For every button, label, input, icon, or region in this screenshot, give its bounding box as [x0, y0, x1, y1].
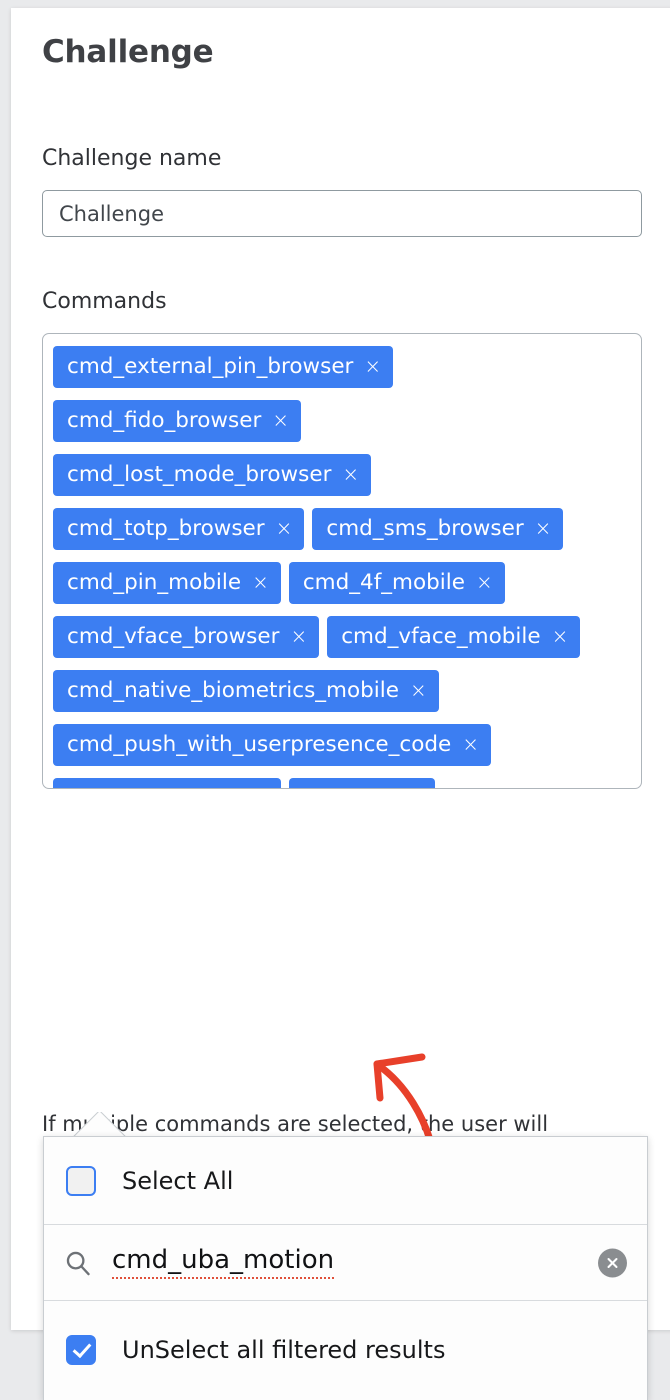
command-chip[interactable]: cmd_pin_mobile × — [53, 562, 281, 604]
chip-label: cmd_push_with_userpresence_code — [67, 732, 452, 758]
commands-helper-text: If multiple commands are selected, the u… — [42, 1112, 549, 1136]
chip-remove-icon[interactable]: × — [462, 732, 479, 756]
commands-chips-box[interactable]: cmd_external_pin_browser × cmd_fido_brow… — [42, 333, 642, 789]
unselect-filtered-label: UnSelect all filtered results — [122, 1336, 446, 1364]
chip-remove-icon[interactable]: × — [551, 624, 569, 648]
chip-remove-icon[interactable]: × — [342, 462, 360, 486]
command-chip[interactable]: cmd_4f_mobile × — [288, 562, 505, 604]
command-chip[interactable]: cmd_native_biometrics_mobile × — [53, 670, 439, 712]
chip-label: cmd_totp_browser — [67, 516, 265, 542]
commands-label: Commands — [42, 289, 167, 314]
chip-label: cmd_4f_mobile — [302, 570, 465, 596]
dropdown-item-unselect-filtered[interactable]: UnSelect all filtered results — [44, 1301, 647, 1399]
chip-list: cmd_external_pin_browser × cmd_fido_brow… — [53, 346, 631, 789]
command-chip[interactable]: cmd_otp × — [288, 778, 436, 789]
dropdown-item-select-all[interactable]: Select All — [44, 1137, 647, 1225]
chip-label: cmd_fido_browser — [67, 408, 262, 434]
chip-remove-icon[interactable]: × — [252, 570, 269, 594]
unselect-filtered-checkbox[interactable] — [66, 1335, 96, 1365]
command-chip[interactable]: cmd_fido_browser × — [53, 400, 302, 442]
chip-remove-icon[interactable]: × — [409, 678, 427, 702]
chip-remove-icon[interactable]: × — [406, 788, 423, 789]
chip-remove-icon[interactable]: × — [275, 516, 293, 540]
chip-label: cmd_lost_mode_browser — [67, 462, 332, 488]
challenge-name-input[interactable] — [42, 190, 642, 237]
select-all-label: Select All — [122, 1166, 234, 1195]
chip-remove-icon[interactable]: × — [272, 408, 290, 432]
chip-label: cmd_vface_browser — [67, 624, 280, 650]
command-chip[interactable]: cmd_sms_browser × — [312, 508, 564, 550]
chip-remove-icon[interactable]: × — [364, 354, 382, 378]
command-chip[interactable]: cmd_totp_browser × — [53, 508, 305, 550]
search-input[interactable]: cmd_uba_motion — [112, 1245, 335, 1279]
command-chip[interactable]: cmd_lost_mode_browser × — [53, 454, 372, 496]
clear-search-icon[interactable] — [598, 1248, 627, 1277]
commands-dropdown-panel[interactable]: Select All cmd_uba_motion UnSelect all f… — [43, 1136, 648, 1400]
chip-remove-icon[interactable]: × — [290, 624, 308, 648]
chip-label: cmd_pin_mobile — [67, 570, 242, 596]
chip-remove-icon[interactable]: × — [475, 570, 493, 594]
select-all-checkbox[interactable] — [66, 1165, 96, 1196]
chip-label: cmd_native_biometrics_mobile — [67, 678, 399, 704]
command-chip[interactable]: cmd_external_pin_browser × — [53, 346, 394, 388]
challenge-name-label: Challenge name — [42, 146, 222, 171]
chip-label: cmd_sms_browser — [326, 516, 524, 542]
chip-remove-icon[interactable]: × — [534, 516, 552, 540]
chip-label: cmd_external_pin_browser — [67, 354, 354, 380]
challenge-card: Challenge Challenge name Commands cmd_ex… — [11, 8, 670, 1330]
command-chip[interactable]: cmd_vface_browser × — [53, 616, 320, 658]
search-icon — [66, 1251, 90, 1275]
dropdown-search-row[interactable]: cmd_uba_motion — [44, 1225, 647, 1301]
dropdown-caret-icon — [73, 1112, 127, 1138]
chip-label: cmd_yubico_otp — [67, 788, 241, 789]
page-title: Challenge — [42, 34, 214, 70]
command-chip[interactable]: cmd_yubico_otp × — [53, 778, 281, 789]
chip-label: cmd_vface_mobile — [341, 624, 541, 650]
chip-label: cmd_otp — [303, 788, 395, 789]
command-chip[interactable]: cmd_vface_mobile × — [327, 616, 581, 658]
command-chip[interactable]: cmd_push_with_userpresence_code × — [53, 724, 491, 766]
chip-remove-icon[interactable]: × — [252, 788, 269, 789]
